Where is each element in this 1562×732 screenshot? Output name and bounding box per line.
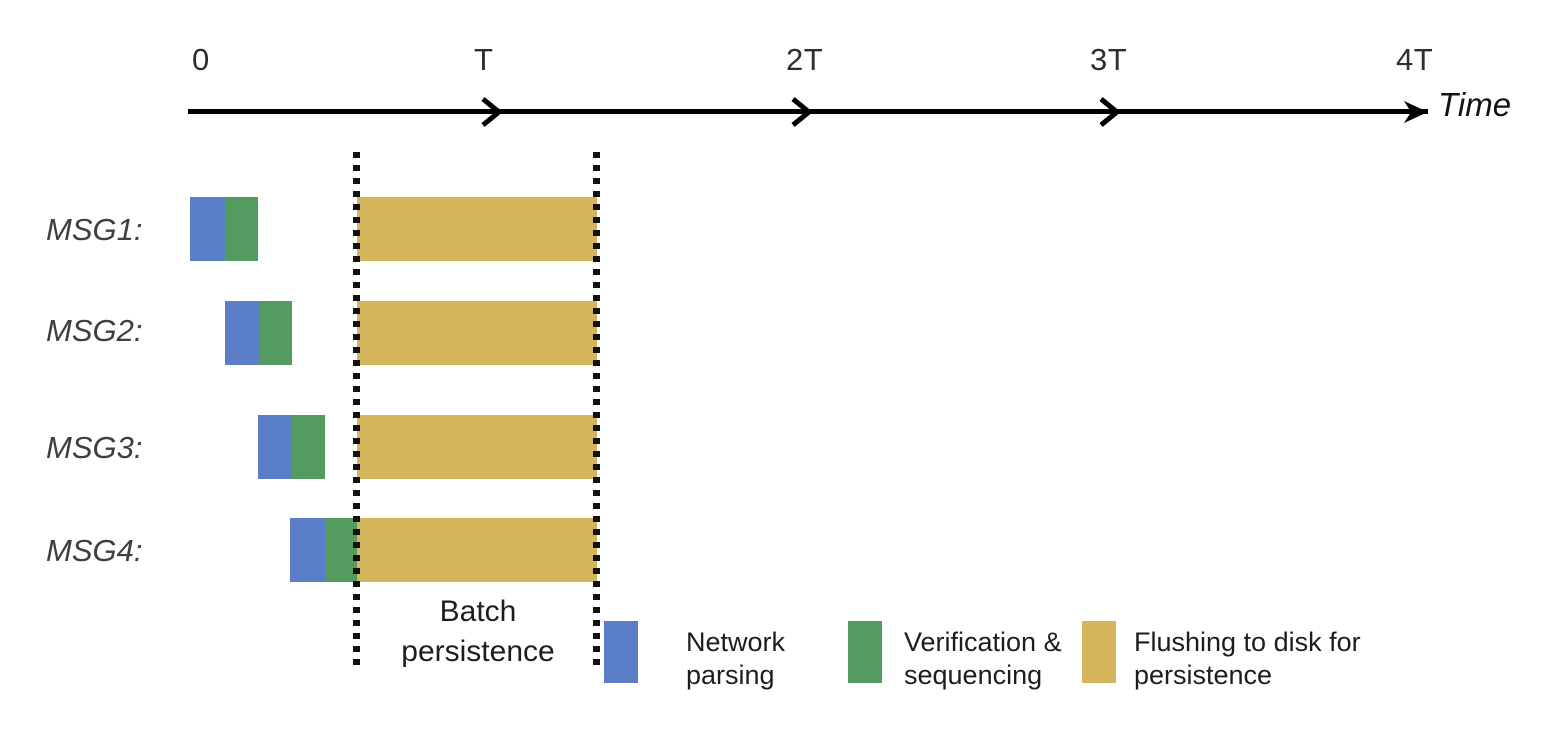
axis-end-arrowhead-icon bbox=[1404, 98, 1430, 126]
axis-tick-label-4t: 4T bbox=[1396, 42, 1434, 77]
msg2-flushing-persistence-bar bbox=[357, 301, 597, 365]
msg3-network-parsing-bar bbox=[258, 415, 292, 479]
legend-swatch-verification-sequencing bbox=[848, 621, 882, 683]
legend-label-flushing-persistence: Flushing to disk for persistence bbox=[1134, 627, 1361, 690]
msg4-network-parsing-bar bbox=[290, 518, 325, 582]
row-label-msg3: MSG3: bbox=[46, 430, 143, 465]
row-label-msg1: MSG1: bbox=[46, 212, 143, 247]
axis-arrow-marker-t bbox=[480, 96, 503, 128]
batch-persistence-caption: Batch persistence bbox=[401, 595, 555, 668]
axis-arrow-marker-2t bbox=[790, 96, 813, 128]
msg3-flushing-persistence-bar bbox=[357, 415, 597, 479]
msg3-verification-sequencing-bar bbox=[292, 415, 325, 479]
batch-boundary-left bbox=[353, 152, 360, 668]
axis-tick-label-0: 0 bbox=[192, 42, 210, 77]
axis-title-time: Time bbox=[1438, 86, 1512, 123]
batch-boundary-right bbox=[593, 152, 600, 668]
axis-tick-label-3t: 3T bbox=[1090, 42, 1128, 77]
msg1-verification-sequencing-bar bbox=[225, 197, 258, 261]
axis-tick-label-2t: 2T bbox=[786, 42, 824, 77]
row-label-msg2: MSG2: bbox=[46, 313, 143, 348]
legend-swatch-network-parsing bbox=[604, 621, 638, 683]
msg4-verification-sequencing-bar bbox=[325, 518, 357, 582]
msg1-network-parsing-bar bbox=[190, 197, 225, 261]
msg2-verification-sequencing-bar bbox=[259, 301, 292, 365]
msg1-flushing-persistence-bar bbox=[357, 197, 597, 261]
axis-arrow-marker-3t bbox=[1098, 96, 1121, 128]
msg4-flushing-persistence-bar bbox=[357, 518, 597, 582]
legend-swatch-flushing-persistence bbox=[1082, 621, 1116, 683]
msg2-network-parsing-bar bbox=[225, 301, 259, 365]
row-label-msg4: MSG4: bbox=[46, 533, 143, 568]
legend-label-verification-sequencing: Verification & sequencing bbox=[904, 627, 1062, 690]
legend-label-network-parsing: Network parsing bbox=[686, 627, 786, 690]
axis-tick-label-t: T bbox=[474, 42, 494, 77]
